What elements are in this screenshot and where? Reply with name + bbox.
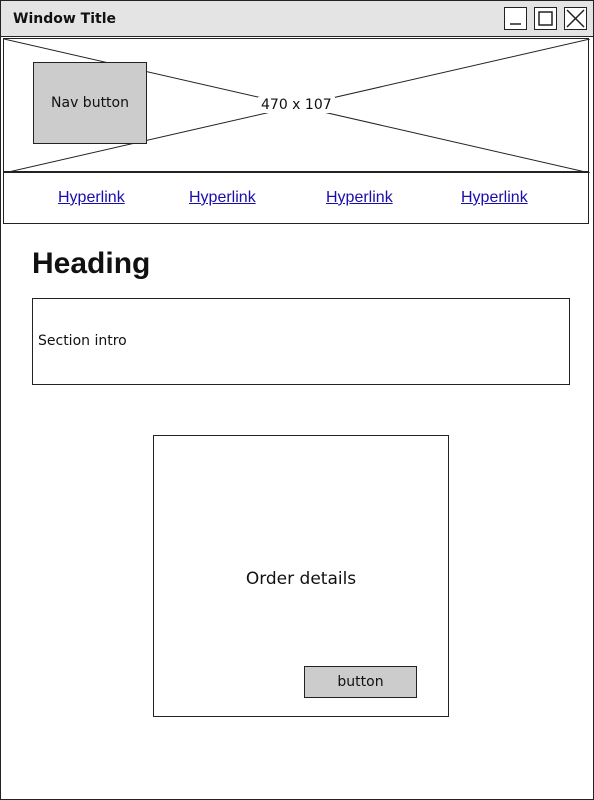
banner-image-placeholder: 470 x 107 Nav button — [3, 38, 590, 173]
hyperlink-4[interactable]: Hyperlink — [461, 189, 528, 206]
nav-button[interactable]: Nav button — [33, 62, 147, 144]
minimize-button[interactable] — [504, 7, 527, 30]
maximize-icon — [538, 11, 553, 26]
hyperlink-3[interactable]: Hyperlink — [326, 189, 393, 206]
banner-dimensions-label: 470 x 107 — [258, 97, 335, 113]
hyperlink-2[interactable]: Hyperlink — [189, 189, 256, 206]
title-bar[interactable]: Window Title — [1, 1, 593, 37]
close-button[interactable] — [564, 7, 587, 30]
minimize-icon — [510, 23, 521, 25]
maximize-button[interactable] — [534, 7, 557, 30]
order-details-title: Order details — [245, 569, 357, 589]
page-heading: Heading — [32, 247, 151, 280]
order-action-button[interactable]: button — [304, 666, 417, 698]
link-bar: Hyperlink Hyperlink Hyperlink Hyperlink — [3, 172, 589, 224]
section-intro-text: Section intro — [38, 333, 127, 349]
section-intro-box: Section intro — [32, 298, 570, 385]
order-details-panel: Order details button — [153, 435, 449, 717]
hyperlink-1[interactable]: Hyperlink — [58, 189, 125, 206]
close-icon — [566, 9, 585, 28]
window-title: Window Title — [13, 11, 116, 27]
